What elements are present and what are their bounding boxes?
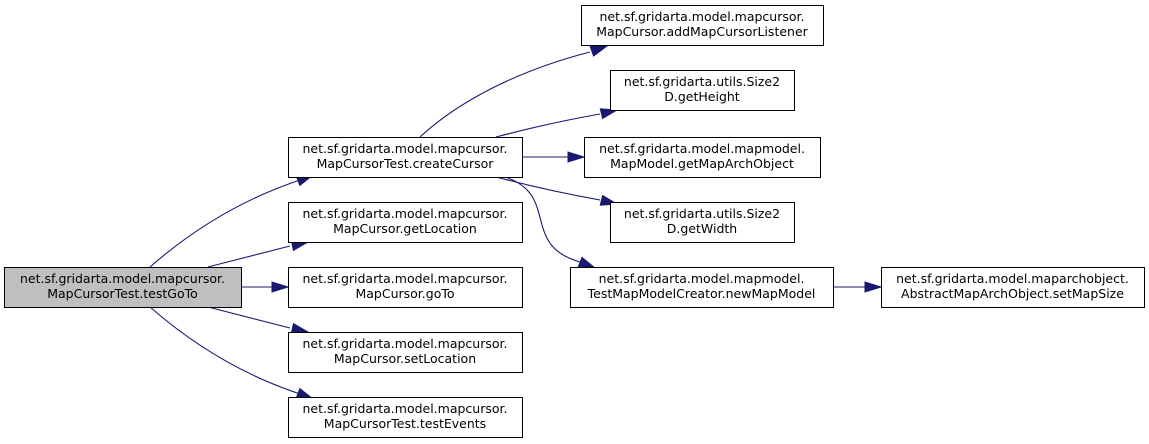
node-label-line: net.sf.gridarta.model.mapcursor.	[302, 336, 507, 351]
edge-line	[495, 176, 601, 201]
node-box[interactable]	[288, 332, 523, 373]
node-box[interactable]	[581, 5, 824, 46]
node-box[interactable]	[610, 202, 795, 243]
node-addMapCursorListener[interactable]: net.sf.gridarta.model.mapcursor.MapCurso…	[581, 5, 824, 46]
node-label-line: TestMapModelCreator.newMapModel	[587, 286, 816, 301]
edge-testGoTo-to-setLocation	[207, 306, 310, 334]
node-setLocation[interactable]: net.sf.gridarta.model.mapcursor.MapCurso…	[288, 332, 523, 373]
nodes-layer: net.sf.gridarta.model.mapcursor.MapCurso…	[4, 5, 1145, 438]
arrowhead-icon	[271, 281, 290, 293]
node-label-line: net.sf.gridarta.model.mapcursor.	[302, 401, 507, 416]
node-label-line: MapCursorTest.testEvents	[324, 416, 486, 431]
edge-line	[149, 179, 301, 268]
node-label-line: MapCursorTest.testGoTo	[47, 286, 198, 301]
edge-createCursor-to-getMapArchObject	[522, 151, 586, 163]
node-label-line: D.getHeight	[664, 89, 740, 104]
node-label-line: net.sf.gridarta.utils.Size2	[624, 74, 780, 89]
node-box[interactable]	[288, 397, 523, 438]
edge-line	[419, 51, 591, 138]
node-label-line: D.getWidth	[667, 221, 737, 236]
arrowhead-icon	[567, 151, 586, 163]
arrowhead-icon	[599, 108, 619, 120]
arrowhead-icon	[589, 45, 609, 57]
node-label-line: MapCursor.goTo	[355, 286, 454, 301]
edge-line	[207, 245, 291, 268]
edge-createCursor-to-getHeight	[495, 108, 619, 138]
arrowhead-icon	[290, 322, 310, 334]
node-label-line: net.sf.gridarta.model.mapcursor.	[302, 141, 507, 156]
edge-line	[504, 176, 581, 263]
edge-line	[207, 306, 291, 329]
node-box[interactable]	[881, 267, 1145, 308]
node-testEvents[interactable]: net.sf.gridarta.model.mapcursor.MapCurso…	[288, 397, 523, 438]
node-setMapSize[interactable]: net.sf.gridarta.model.maparchobject.Abst…	[881, 267, 1145, 308]
edge-line	[495, 113, 601, 138]
node-label-line: MapCursor.setLocation	[334, 351, 476, 366]
edge-line	[149, 306, 301, 395]
edge-createCursor-to-newMapModel	[504, 176, 597, 269]
node-label-line: net.sf.gridarta.model.mapcursor.	[302, 206, 507, 221]
node-label-line: net.sf.gridarta.model.maparchobject.	[896, 271, 1129, 286]
node-label-line: MapCursor.getLocation	[333, 221, 477, 236]
edge-testGoTo-to-getLocation	[207, 240, 310, 268]
arrowhead-icon	[577, 256, 597, 269]
node-box	[4, 267, 242, 308]
node-getMapArchObject[interactable]: net.sf.gridarta.model.mapmodel.MapModel.…	[584, 137, 821, 178]
node-getLocation[interactable]: net.sf.gridarta.model.mapcursor.MapCurso…	[288, 202, 523, 243]
node-goTo[interactable]: net.sf.gridarta.model.mapcursor.MapCurso…	[288, 267, 523, 308]
node-box[interactable]	[570, 267, 834, 308]
node-box[interactable]	[610, 70, 795, 111]
node-box[interactable]	[288, 202, 523, 243]
node-label-line: MapCursorTest.createCursor	[317, 156, 495, 171]
node-box[interactable]	[288, 267, 523, 308]
edge-newMapModel-to-setMapSize	[833, 281, 883, 293]
edges-layer	[149, 45, 883, 400]
node-label-line: AbstractMapArchObject.setMapSize	[901, 286, 1124, 301]
node-label-line: net.sf.gridarta.model.mapmodel.	[599, 141, 805, 156]
node-box[interactable]	[288, 137, 523, 178]
node-box[interactable]	[584, 137, 821, 178]
edge-createCursor-to-addMapCursorListener	[419, 45, 609, 138]
node-label-line: net.sf.gridarta.model.mapcursor.	[20, 271, 225, 286]
node-testGoTo: net.sf.gridarta.model.mapcursor.MapCurso…	[4, 267, 242, 308]
node-label-line: net.sf.gridarta.model.mapmodel.	[599, 271, 805, 286]
arrowhead-icon	[864, 281, 883, 293]
node-newMapModel[interactable]: net.sf.gridarta.model.mapmodel.TestMapMo…	[570, 267, 834, 308]
node-label-line: net.sf.gridarta.model.mapcursor.	[302, 271, 507, 286]
node-label-line: net.sf.gridarta.utils.Size2	[624, 206, 780, 221]
node-label-line: MapCursor.addMapCursorListener	[596, 24, 808, 39]
node-label-line: net.sf.gridarta.model.mapcursor.	[599, 9, 804, 24]
node-label-line: MapModel.getMapArchObject	[610, 156, 794, 171]
node-createCursor[interactable]: net.sf.gridarta.model.mapcursor.MapCurso…	[288, 137, 523, 178]
edge-testGoTo-to-goTo	[241, 281, 290, 293]
